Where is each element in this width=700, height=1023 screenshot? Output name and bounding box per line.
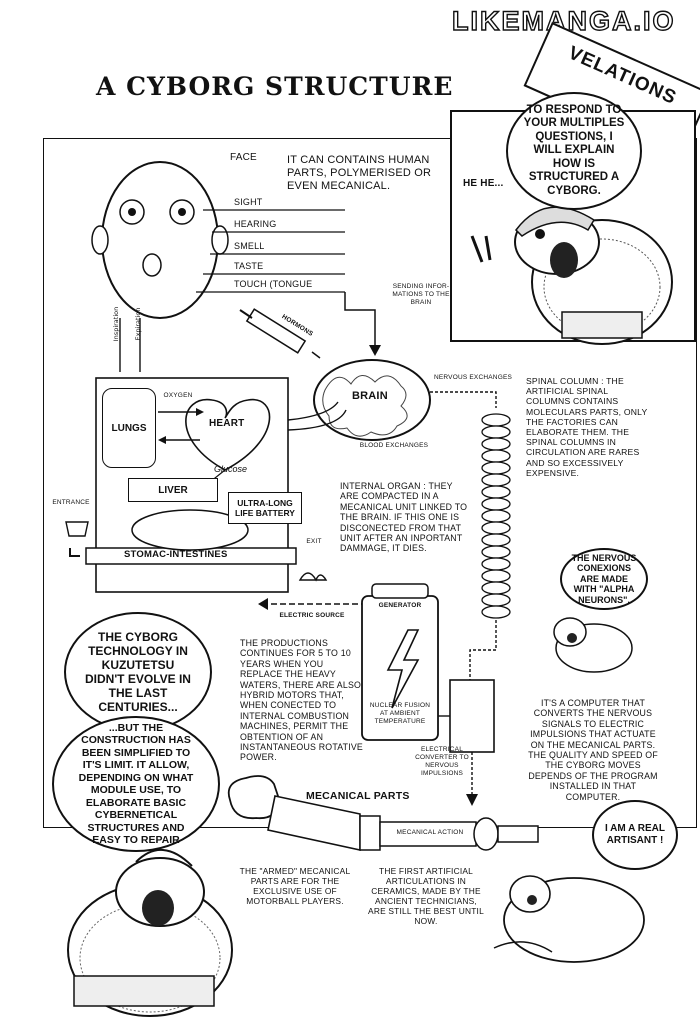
oxygen-label: OXYGEN — [163, 392, 193, 399]
mecanical-parts-label: MECANICAL PARTS — [306, 790, 410, 802]
page-title: A CYBORG STRUCTURE — [96, 72, 454, 101]
hehe-text: HE HE... — [463, 178, 504, 189]
articulations-text: THE FIRST ARTIFICIAL ARTICULATIONS IN CE… — [368, 866, 484, 926]
electric-source-label: ELECTRIC SOURCE — [279, 612, 345, 619]
bottom-left-character — [40, 830, 240, 1020]
exit-label: EXIT — [306, 538, 322, 545]
mecanical-action-label: MECANICAL ACTION — [396, 829, 464, 836]
speech-bubble-nervous: THE NERVOUS CONEXIONS ARE MADE WITH "ALP… — [560, 548, 648, 610]
nervous-exchanges-label: NERVOUS EXCHANGES — [433, 374, 513, 381]
internal-organ-text: INTERNAL ORGAN : THEY ARE COMPACTED IN A… — [340, 481, 468, 554]
computer-text: IT'S A COMPUTER THAT CONVERTS THE NERVOU… — [528, 698, 658, 802]
heart-label: HEART — [209, 418, 245, 429]
sense-smell: SMELL — [234, 241, 265, 251]
speech-bubble-artisant-text: I AM A REAL ARTISANT ! — [605, 823, 665, 846]
speech-bubble-artisant: I AM A REAL ARTISANT ! — [592, 800, 678, 870]
generator-label: GENERATOR — [378, 602, 422, 609]
armed-text: THE "ARMED" MECANICAL PARTS ARE FOR THE … — [239, 866, 351, 906]
face-note: IT CAN CONTAINS HUMAN PARTS, POLYMERISED… — [287, 154, 432, 192]
sense-taste: TASTE — [234, 261, 264, 271]
sense-hearing: HEARING — [234, 219, 277, 229]
battery-label: ULTRA-LONG LIFE BATTERY — [235, 498, 295, 518]
nuclear-fusion-label: NUCLEAR FUSION AT AMBIENT TEMPERATURE — [369, 702, 431, 725]
sense-touch: TOUCH (TONGUE — [234, 279, 313, 289]
stomac-label: STOMAC-INTESTINES — [124, 549, 228, 560]
speech-bubble-construction: ...BUT THE CONSTRUCTION HAS BEEN SIMPLIF… — [52, 716, 220, 852]
bottom-right-character — [484, 856, 656, 968]
speech-bubble-technology-text: THE CYBORG TECHNOLOGY IN KUZUTETSU DIDN'… — [85, 630, 191, 714]
expiration-label: Expiration — [134, 307, 142, 341]
liver-organ: LIVER — [128, 478, 218, 502]
speech-bubble-explain: TO RESPOND TO YOUR MULTIPLES QUESTIONS, … — [506, 92, 642, 210]
liver-label: LIVER — [158, 484, 188, 496]
brain-label: BRAIN — [352, 390, 388, 402]
speech-bubble-construction-text: ...BUT THE CONSTRUCTION HAS BEEN SIMPLIF… — [78, 721, 194, 847]
glucose-label: Glucose — [214, 464, 248, 474]
spinal-column-text: SPINAL COLUMN : THE ARTIFICIAL SPINAL CO… — [526, 376, 648, 478]
small-character-illustration — [528, 610, 638, 674]
converter-label: ELECTRICAL CONVERTER TO NERVOUS IMPULSIO… — [415, 746, 469, 777]
sending-info-label: SENDING INFOR-MATIONS TO THE BRAIN — [392, 283, 450, 306]
lungs-organ: LUNGS — [102, 388, 156, 468]
sense-sight: SIGHT — [234, 197, 263, 207]
boss-character-illustration — [470, 206, 673, 345]
inspiration-label: Inspiration — [112, 306, 120, 342]
speech-bubble-explain-text: TO RESPOND TO YOUR MULTIPLES QUESTIONS, … — [523, 103, 625, 197]
productions-text: THE PRODUCTIONS CONTINUES FOR 5 TO 10 YE… — [240, 638, 364, 763]
face-label: FACE — [230, 152, 257, 163]
speech-bubble-technology: THE CYBORG TECHNOLOGY IN KUZUTETSU DIDN'… — [64, 612, 212, 732]
entrance-label: ENTRANCE — [52, 499, 90, 506]
battery-organ: ULTRA-LONG LIFE BATTERY — [228, 492, 302, 524]
lungs-label: LUNGS — [111, 422, 147, 434]
spinal-column-vertebrae — [481, 413, 511, 619]
blood-exchanges-label: BLOOD EXCHANGES — [359, 442, 429, 449]
speech-bubble-nervous-text: THE NERVOUS CONEXIONS ARE MADE WITH "ALP… — [571, 552, 637, 605]
